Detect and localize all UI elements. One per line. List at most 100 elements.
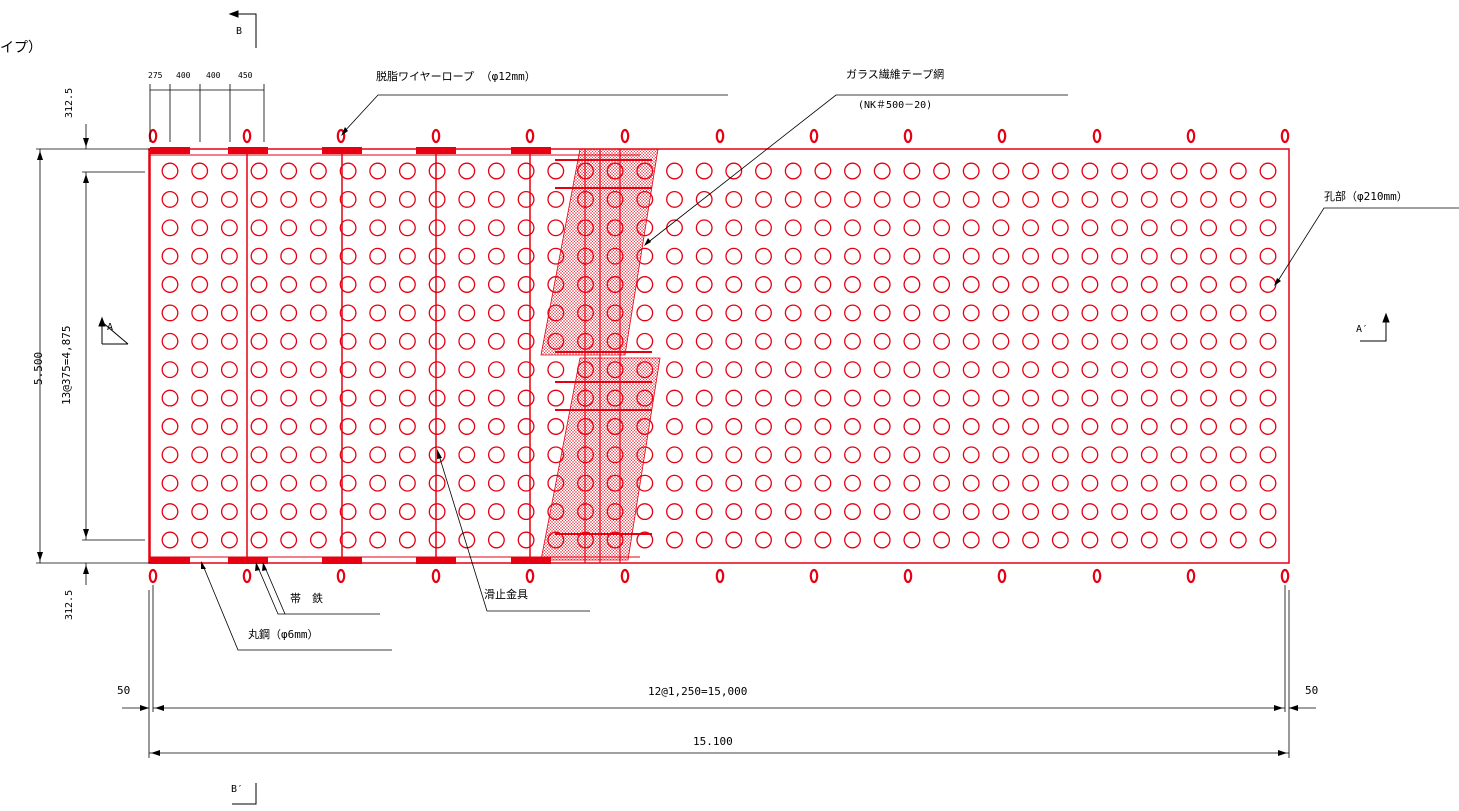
hole bbox=[220, 474, 238, 492]
hole bbox=[1081, 276, 1099, 293]
hole bbox=[725, 446, 743, 464]
hole bbox=[1111, 446, 1129, 464]
hole bbox=[220, 446, 238, 464]
hole bbox=[695, 332, 713, 350]
rope-loop-bottom-7 bbox=[809, 568, 819, 584]
rope-loop-top-2 bbox=[336, 128, 346, 144]
hole bbox=[933, 361, 951, 379]
hole bbox=[191, 361, 209, 379]
hole bbox=[280, 418, 298, 435]
hole bbox=[1140, 304, 1158, 322]
hole bbox=[280, 503, 298, 521]
band-iron-top-0 bbox=[150, 147, 190, 154]
hole bbox=[220, 304, 238, 322]
hole bbox=[487, 361, 505, 379]
hole bbox=[844, 503, 861, 521]
hole bbox=[1170, 503, 1188, 521]
hole bbox=[636, 531, 654, 549]
hole bbox=[458, 304, 476, 322]
hole bbox=[487, 418, 505, 435]
hole bbox=[755, 332, 772, 350]
hole bbox=[962, 219, 980, 237]
hole bbox=[695, 389, 713, 407]
hole bbox=[695, 446, 713, 464]
hole bbox=[784, 162, 802, 180]
hole bbox=[755, 304, 772, 322]
hole bbox=[191, 474, 209, 492]
hole bbox=[161, 474, 179, 492]
hole bbox=[1200, 531, 1218, 549]
hole bbox=[398, 219, 416, 237]
hole bbox=[339, 332, 357, 350]
hole bbox=[903, 474, 921, 492]
hole bbox=[428, 389, 446, 407]
hole bbox=[339, 474, 357, 492]
hole bbox=[1170, 418, 1188, 435]
label-hole: 孔部（φ210mm） bbox=[1324, 189, 1408, 203]
hole bbox=[1051, 361, 1069, 379]
hole bbox=[250, 247, 268, 265]
hole bbox=[1081, 474, 1099, 492]
rope-loop-top-5 bbox=[620, 128, 630, 144]
hole bbox=[784, 332, 802, 350]
hole bbox=[458, 474, 476, 492]
hole bbox=[458, 446, 476, 464]
hole bbox=[933, 503, 951, 521]
hole bbox=[428, 418, 446, 435]
label-glass-net: ガラス繊維テープ網 bbox=[846, 67, 944, 81]
hole bbox=[814, 503, 832, 521]
hole bbox=[844, 304, 861, 322]
hole bbox=[487, 219, 505, 237]
hole bbox=[487, 446, 505, 464]
leader-lines bbox=[201, 94, 1459, 651]
hole bbox=[755, 418, 772, 435]
hole bbox=[873, 219, 891, 237]
hole bbox=[577, 219, 594, 237]
dimension-arrows bbox=[37, 138, 1298, 756]
hole bbox=[1229, 304, 1247, 322]
hole bbox=[191, 446, 209, 464]
hole bbox=[962, 276, 980, 293]
mat-structure bbox=[148, 128, 1290, 584]
hole bbox=[1140, 503, 1158, 521]
hole bbox=[1022, 474, 1040, 492]
hole bbox=[873, 389, 891, 407]
hole bbox=[1022, 332, 1040, 350]
hole bbox=[1022, 418, 1040, 435]
hole bbox=[1051, 162, 1069, 180]
hole bbox=[873, 531, 891, 549]
hole bbox=[933, 190, 951, 208]
hole bbox=[161, 247, 179, 265]
hole bbox=[428, 503, 446, 521]
hole bbox=[1051, 276, 1069, 293]
band-iron-bottom-1 bbox=[228, 557, 268, 564]
hole bbox=[725, 304, 743, 322]
hole bbox=[636, 247, 654, 265]
hole bbox=[547, 446, 565, 464]
hole bbox=[191, 332, 209, 350]
hole bbox=[933, 247, 951, 265]
hole bbox=[1140, 247, 1158, 265]
hole bbox=[1111, 276, 1129, 293]
rope-loop-bottom-8 bbox=[903, 568, 913, 584]
hole bbox=[636, 389, 654, 407]
hole bbox=[933, 474, 951, 492]
hole bbox=[1259, 446, 1277, 464]
band-iron-bottom-0 bbox=[150, 557, 190, 564]
hole bbox=[1229, 219, 1247, 237]
hole bbox=[280, 531, 298, 549]
hole bbox=[1200, 219, 1218, 237]
hole bbox=[191, 162, 209, 180]
hole bbox=[1081, 531, 1099, 549]
hole bbox=[547, 332, 565, 350]
hole bbox=[1170, 219, 1188, 237]
hole bbox=[992, 304, 1010, 322]
label-wire-rope: 脱脂ワイヤーロープ （φ12mm） bbox=[376, 69, 536, 83]
hole bbox=[784, 531, 802, 549]
hole bbox=[577, 531, 594, 549]
hole bbox=[1170, 304, 1188, 322]
hole bbox=[161, 190, 179, 208]
band-iron-top-1 bbox=[228, 147, 268, 154]
band-iron-bottom-4 bbox=[511, 557, 551, 564]
hole bbox=[1111, 332, 1129, 350]
